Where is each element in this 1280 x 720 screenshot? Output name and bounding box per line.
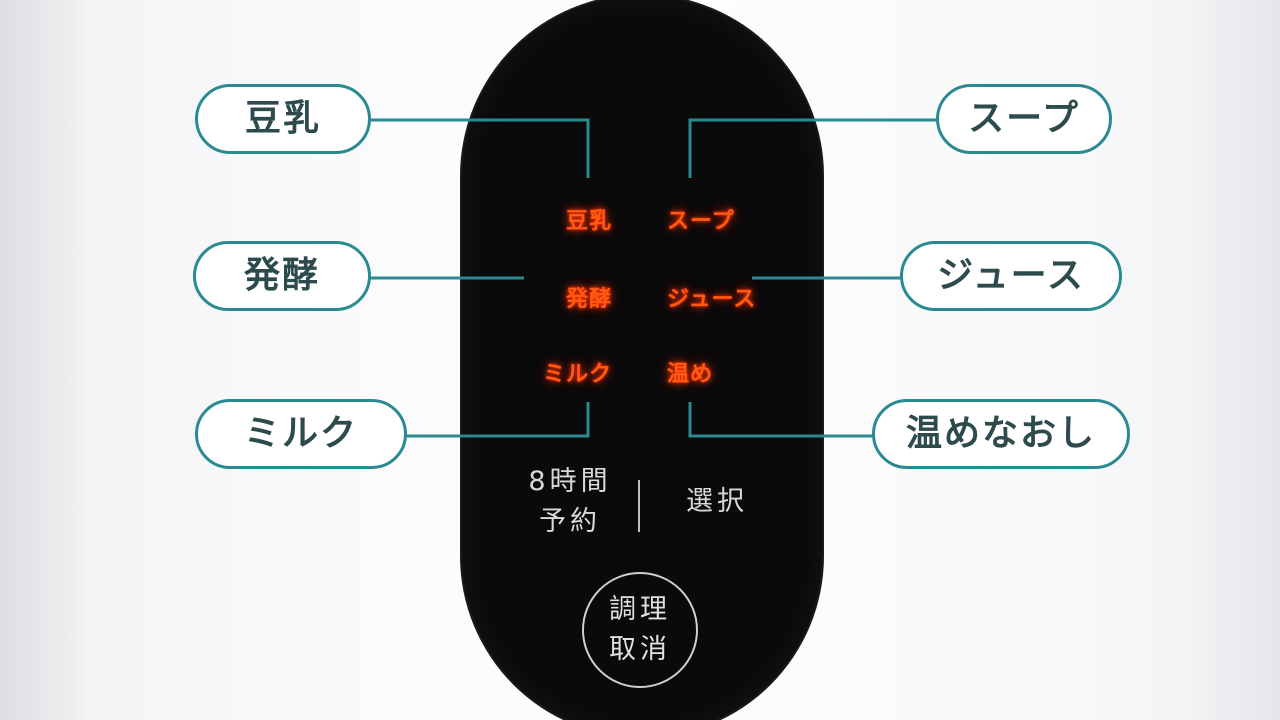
indicator-ferment: 発酵 <box>565 287 612 312</box>
panel-divider <box>638 480 640 532</box>
callout-ferment: 発酵 <box>193 241 371 311</box>
appliance-housing-left-edge <box>0 0 90 720</box>
callout-soymilk: 豆乳 <box>195 84 371 154</box>
indicator-soup: スープ <box>667 209 735 234</box>
callout-milk: ミルク <box>195 399 407 469</box>
callout-reheat: 温めなおし <box>872 399 1130 469</box>
indicator-soymilk: 豆乳 <box>565 209 612 234</box>
indicator-milk: ミルク <box>542 362 612 387</box>
select-label: 選択 <box>686 486 748 517</box>
timer-label-line1: 8時間 <box>528 466 612 497</box>
select-button[interactable]: 選択 <box>662 482 772 522</box>
callout-juice: ジュース <box>900 241 1122 311</box>
timer-label-line2: 予約 <box>539 506 601 537</box>
indicator-warm: 温め <box>667 362 714 387</box>
indicator-juice: ジュース <box>667 287 757 312</box>
cancel-label-line2: 取消 <box>609 634 671 665</box>
cancel-label-line1: 調理 <box>609 594 671 625</box>
timer-reservation-button[interactable]: 8時間 予約 <box>512 462 628 542</box>
callout-soup: スープ <box>936 84 1112 154</box>
cancel-cooking-button[interactable]: 調理 取消 <box>582 572 698 688</box>
appliance-housing-right-edge <box>1190 0 1280 720</box>
